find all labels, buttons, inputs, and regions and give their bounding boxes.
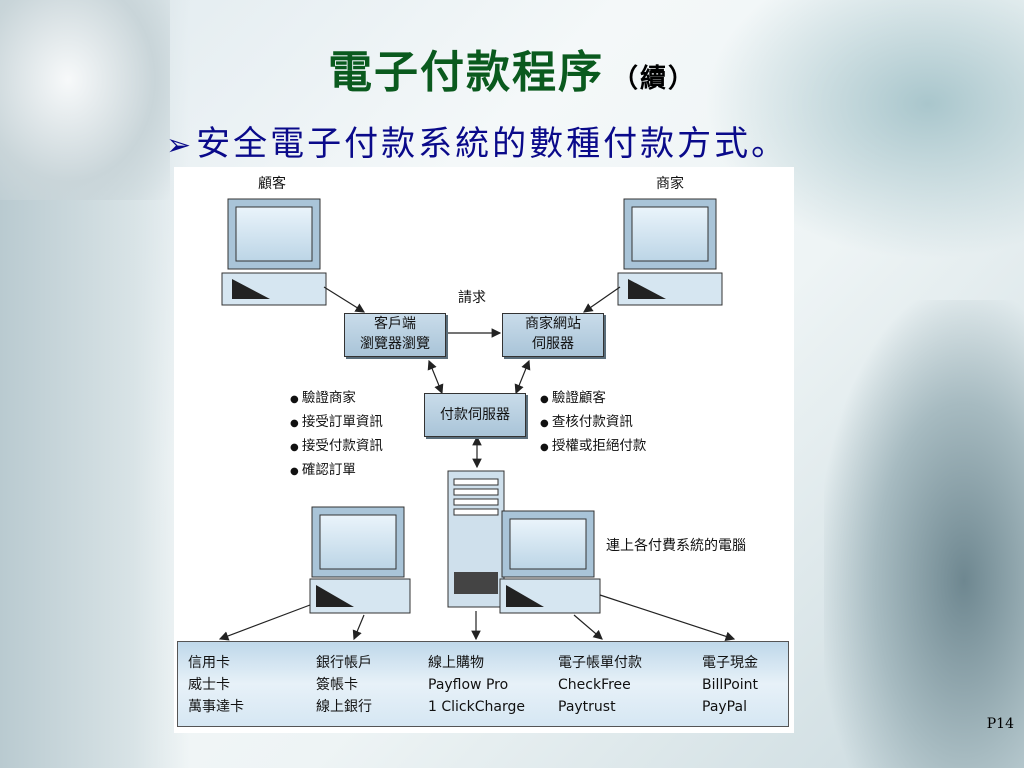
payment-server-label: 付款伺服器	[440, 407, 510, 423]
right-function-list: 驗證顧客 查核付款資訊 授權或拒絕付款	[540, 387, 647, 459]
column-header: 信用卡	[188, 655, 230, 671]
payment-column-e-bill: 電子帳單付款 CheckFree Paytrust	[558, 652, 642, 718]
column-header: 銀行帳戶	[316, 655, 372, 671]
slide-title-text: 電子付款程序	[327, 47, 604, 98]
merchant-box-line1: 商家網站	[525, 316, 581, 332]
merchant-server-box: 商家網站 伺服器	[502, 313, 604, 357]
payment-diagram: 顧客 商家 請求 客戶端 瀏覽器瀏覽 商家網站 伺服器 付款伺服器 驗證商家 接…	[174, 167, 794, 733]
column-item: Paytrust	[558, 699, 616, 715]
connect-systems-label: 連上各付費系統的電腦	[606, 538, 746, 554]
merchant-label: 商家	[656, 176, 684, 192]
column-item: 威士卡	[188, 677, 230, 693]
slide-title-suffix: （續）	[611, 64, 696, 94]
page-number: P14	[986, 716, 1014, 732]
list-item: 接受付款資訊	[290, 435, 383, 459]
column-item: BillPoint	[702, 677, 759, 693]
request-label: 請求	[458, 290, 486, 306]
system-computer-right-icon	[499, 510, 601, 614]
list-item: 接受訂單資訊	[290, 411, 383, 435]
payment-column-credit-card: 信用卡 威士卡 萬事達卡	[188, 652, 244, 718]
server-tower-icon	[447, 470, 505, 608]
slide-bullet-text: 安全電子付款系統的數種付款方式。	[196, 124, 789, 164]
client-box-line1: 客戶端	[374, 316, 416, 332]
list-item: 授權或拒絕付款	[540, 435, 647, 459]
column-item: CheckFree	[558, 677, 631, 693]
bullet-arrow-icon: ➢	[166, 128, 195, 163]
column-header: 線上購物	[428, 655, 484, 671]
slide-bullet: ➢安全電子付款系統的數種付款方式。	[166, 116, 788, 165]
customer-computer-icon	[221, 198, 327, 306]
payment-methods-table: 信用卡 威士卡 萬事達卡 銀行帳戶 簽帳卡 線上銀行 線上購物 Payflow …	[177, 641, 789, 727]
column-item: Payflow Pro	[428, 677, 509, 693]
list-item: 驗證顧客	[540, 387, 646, 411]
column-item: PayPal	[702, 699, 747, 715]
list-item: 查核付款資訊	[540, 411, 646, 435]
payment-server-box: 付款伺服器	[424, 393, 526, 437]
client-box-line2: 瀏覽器瀏覽	[360, 336, 430, 352]
column-header: 電子現金	[702, 655, 758, 671]
payment-column-bank-account: 銀行帳戶 簽帳卡 線上銀行	[316, 652, 372, 718]
client-browser-box: 客戶端 瀏覽器瀏覽	[344, 313, 446, 357]
payment-column-e-cash: 電子現金 BillPoint PayPal	[702, 652, 758, 718]
column-item: 1 ClickCharge	[428, 699, 525, 715]
column-header: 電子帳單付款	[558, 655, 642, 671]
background-book-image	[0, 0, 170, 200]
diagram-drawing	[218, 198, 736, 641]
background-person-silhouette	[824, 300, 1024, 768]
payment-column-online-shopping: 線上購物 Payflow Pro 1 ClickCharge	[428, 652, 525, 718]
merchant-computer-icon	[617, 198, 723, 306]
system-computer-left-icon	[309, 506, 411, 614]
column-item: 萬事達卡	[188, 699, 244, 715]
customer-label: 顧客	[258, 176, 286, 192]
left-function-list: 驗證商家 接受訂單資訊 接受付款資訊 確認訂單	[290, 387, 383, 483]
list-item: 驗證商家	[290, 387, 383, 411]
column-item: 線上銀行	[316, 699, 372, 715]
merchant-box-line2: 伺服器	[532, 336, 574, 352]
slide-title: 電子付款程序（續）	[0, 36, 1024, 100]
list-item: 確認訂單	[290, 459, 383, 483]
column-item: 簽帳卡	[316, 677, 358, 693]
